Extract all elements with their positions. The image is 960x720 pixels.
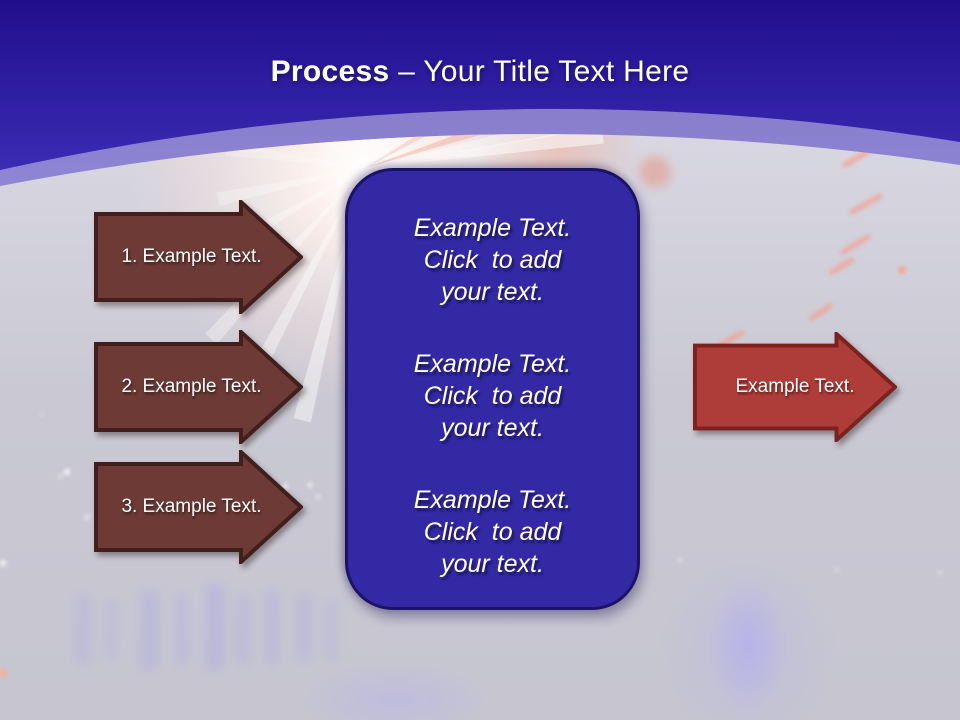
stage-glow-streaks <box>75 585 337 670</box>
arrow-shape-3[interactable] <box>94 450 303 564</box>
light-dots <box>0 413 942 586</box>
pink-spark-trail <box>717 146 883 348</box>
placeholder-text-1[interactable]: Example Text. Click to add your text. <box>413 214 572 306</box>
placeholder-text-2[interactable]: Example Text. Click to add your text. <box>413 350 572 442</box>
process-arrow-2[interactable] <box>94 330 303 444</box>
result-arrow[interactable] <box>693 332 897 442</box>
arrow-shape-1[interactable] <box>94 200 303 314</box>
process-arrow-1[interactable] <box>94 200 303 314</box>
placeholder-text-3[interactable]: Example Text. Click to add your text. <box>413 486 572 578</box>
title-rest: – Your Title Text Here <box>398 55 690 88</box>
result-arrow-shape[interactable] <box>693 332 897 442</box>
content-placeholder-box[interactable]: Example Text. Click to add your text. Ex… <box>345 168 640 610</box>
title-keyword: Process <box>270 55 390 88</box>
arrow-shape-2[interactable] <box>94 330 303 444</box>
process-arrow-3[interactable] <box>94 450 303 564</box>
slide-title: Process – Your Title Text Here <box>0 54 960 90</box>
